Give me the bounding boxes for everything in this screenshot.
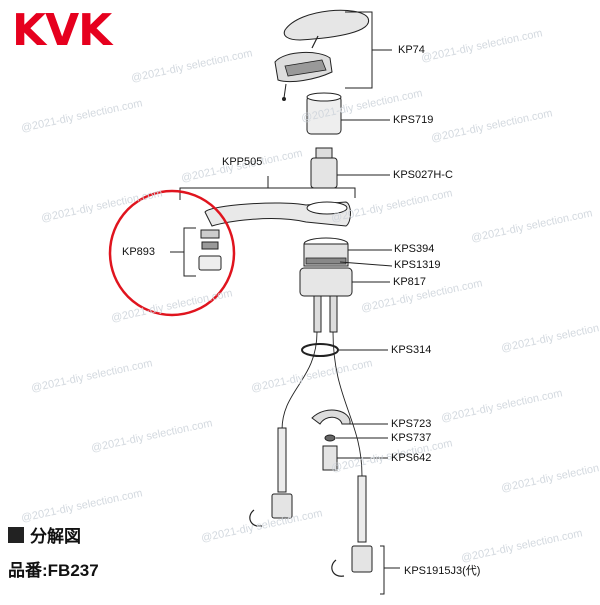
- label-kps719: KPS719: [393, 114, 434, 126]
- label-kpp505: KPP505: [222, 156, 263, 168]
- label-kps1915j3: KPS1915J3(代): [404, 565, 481, 577]
- label-kps394: KPS394: [394, 243, 435, 255]
- model-number: 品番:FB237: [8, 561, 99, 580]
- label-kps027h-c: KPS027H-C: [393, 169, 453, 181]
- label-kps642: KPS642: [391, 452, 432, 464]
- label-kp893: KP893: [122, 246, 156, 258]
- kvk-logo: KVK: [12, 5, 112, 56]
- square-bullet-icon: [8, 526, 24, 543]
- label-kps723: KPS723: [391, 418, 432, 430]
- label-kps737: KPS737: [391, 432, 432, 444]
- label-kp74: KP74: [398, 44, 425, 56]
- label-kps1319: KPS1319: [394, 259, 441, 271]
- label-kps314: KPS314: [391, 344, 432, 356]
- section-title-text: 分解図: [30, 527, 81, 546]
- label-kp817: KP817: [393, 276, 427, 288]
- section-title: 分解図: [8, 522, 81, 547]
